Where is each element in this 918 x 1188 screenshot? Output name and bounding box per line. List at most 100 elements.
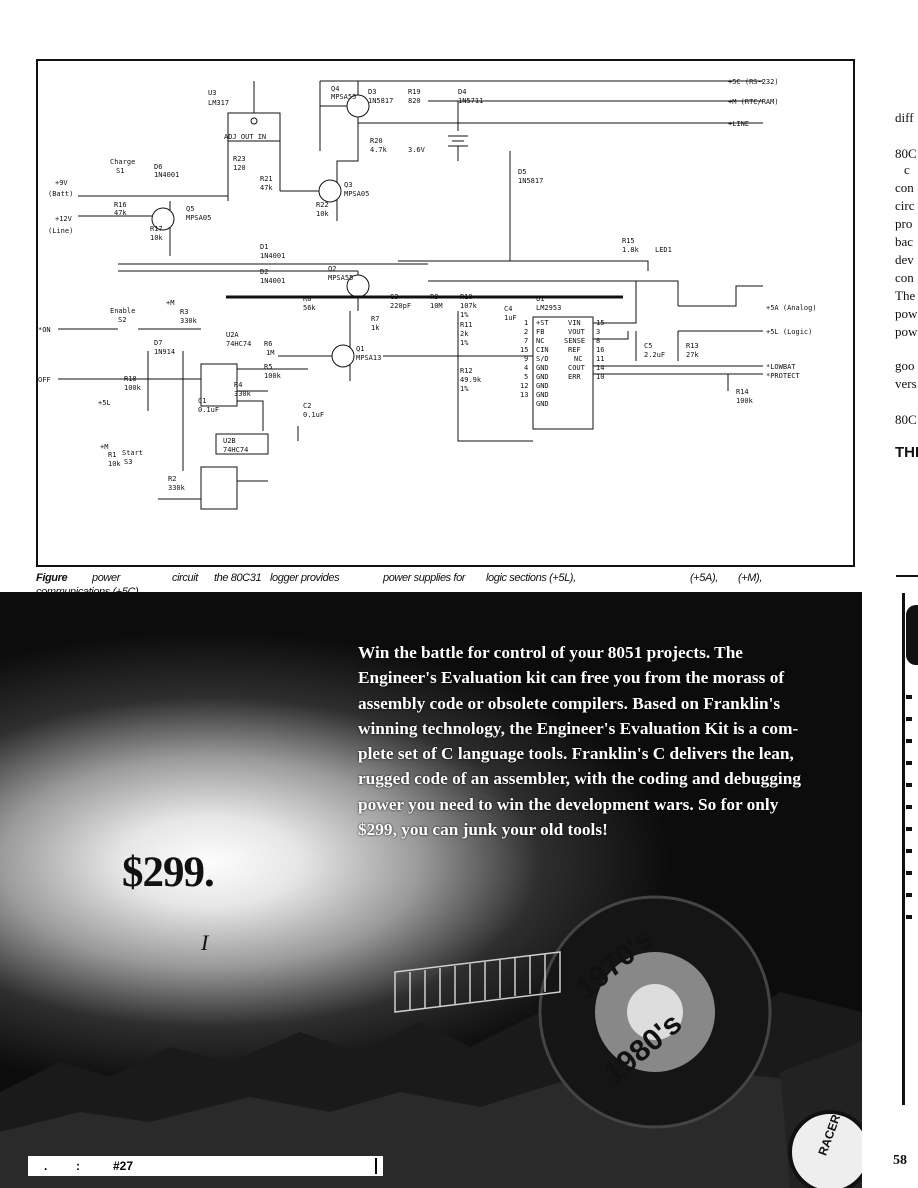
u1-pin-label: VIN <box>568 319 581 327</box>
label-c1: C1 <box>198 397 206 405</box>
output-lowbat: *LOWBAT <box>766 363 796 371</box>
right-column-line: 80C <box>895 146 917 161</box>
output-5l: +5L (Logic) <box>766 328 812 336</box>
right-column-line: c <box>904 162 910 177</box>
label-d7: D7 <box>154 339 162 347</box>
u1-pin-label: REF <box>568 346 581 354</box>
q5-transistor <box>151 207 175 231</box>
label-d5: D5 <box>518 168 526 176</box>
label-c4: C4 <box>504 305 512 313</box>
label-off: OFF <box>38 376 51 384</box>
label-r17: R17 <box>150 225 163 233</box>
label-r14-val: 100k <box>736 397 754 405</box>
q1-transistor <box>331 344 355 368</box>
label-r7-val: 1k <box>371 324 380 332</box>
label-d1: D1 <box>260 243 268 251</box>
caption-word: logic sections (+5L), <box>486 572 576 584</box>
label-in-12v: +12V <box>55 215 73 223</box>
output-line: +LINE <box>728 120 749 128</box>
label-c3-val: 220pF <box>390 302 411 310</box>
bar-colon: : <box>76 1159 80 1173</box>
right-column-line: pow <box>895 306 918 321</box>
schematic-drawing: U3 LM317 ADJ OUT IN Q4 MPSA55 D3 1N5817 … <box>38 78 817 510</box>
label-c4-val: 1uF <box>504 314 517 322</box>
label-r20: R20 <box>370 137 383 145</box>
label-r12-val: 49.9k <box>460 376 482 384</box>
u1-pin-number: 12 <box>520 382 528 390</box>
u1-lm2953 <box>532 316 594 430</box>
label-d7-part: 1N914 <box>154 348 175 356</box>
label-d5-part: 1N5817 <box>518 177 543 185</box>
label-r1: R1 <box>108 451 116 459</box>
label-r15-val: 1.8k <box>622 246 640 254</box>
reader-service-number: #27 <box>113 1159 134 1173</box>
u1-pin-number: 11 <box>596 355 604 363</box>
label-u3-part: LM317 <box>208 99 229 107</box>
label-s1: S1 <box>116 167 124 175</box>
label-plus-5l: +5L <box>98 399 111 407</box>
label-r9-val: 10M <box>430 302 443 310</box>
right-column-line: 80C <box>895 412 917 427</box>
label-q1-part: MPSA13 <box>356 354 381 362</box>
label-d6-part: 1N4001 <box>154 171 179 179</box>
label-c2: C2 <box>303 402 311 410</box>
label-r4: R4 <box>234 381 242 389</box>
label-r13-val: 27k <box>686 351 699 359</box>
right-column-line: dev <box>895 252 914 267</box>
ad-body-copy: Win the battle for control of your 8051 … <box>358 643 801 840</box>
label-u2b-part: 74HC74 <box>223 446 248 454</box>
q3-transistor <box>318 179 342 203</box>
label-r16-val: 47k <box>114 209 127 217</box>
right-column-line: diff <box>895 110 914 125</box>
u1-pin-label: VOUT <box>568 328 586 336</box>
u1-pin-label: GND <box>536 382 549 390</box>
label-r11-tol: 1% <box>460 339 469 347</box>
label-line: (Line) <box>48 227 73 235</box>
label-r1-val: 10k <box>108 460 121 468</box>
label-d4-part: 1N5711 <box>458 97 483 105</box>
label-r18: R18 <box>124 375 137 383</box>
label-r19-val: 820 <box>408 97 421 105</box>
label-r12-tol: 1% <box>460 385 469 393</box>
caption-word: circuit <box>172 572 198 584</box>
label-r20-val: 4.7k <box>370 146 388 154</box>
u1-pin-label: GND <box>536 400 549 408</box>
label-r6-val: 1M <box>266 349 274 357</box>
label-u2a: U2A <box>226 331 239 339</box>
u1-pin-number: 1 <box>524 319 528 327</box>
u1-pin-number: 15 <box>596 319 604 327</box>
label-r7: R7 <box>371 315 379 323</box>
label-d3-part: 1N5817 <box>368 97 393 105</box>
u1-pin-number: 7 <box>524 337 528 345</box>
u1-pin-number: 16 <box>596 346 604 354</box>
label-q3: Q3 <box>344 181 352 189</box>
label-batt: (Batt) <box>48 190 73 198</box>
label-q5: Q5 <box>186 205 194 213</box>
label-u1: U1 <box>536 295 544 303</box>
u1-pin-number: 4 <box>524 364 528 372</box>
caption-word: (+5A), <box>690 572 718 584</box>
right-column-line: con <box>895 270 914 285</box>
label-r11-val: 2k <box>460 330 469 338</box>
u1-pin-number: 3 <box>596 328 600 336</box>
label-c3: C3 <box>390 293 398 301</box>
label-q4: Q4 <box>331 85 339 93</box>
label-r17-val: 10k <box>150 234 163 242</box>
label-s2: S2 <box>118 316 126 324</box>
u1-pin-label: S/D <box>536 355 549 363</box>
u1-pin-number: 5 <box>524 373 528 381</box>
label-enable: Enable <box>110 307 135 315</box>
label-r21: R21 <box>260 175 273 183</box>
label-r12: R12 <box>460 367 473 375</box>
u1-pin-label: GND <box>536 373 549 381</box>
label-charge: Charge <box>110 158 135 166</box>
output-5c: +5C (RS-232) <box>728 78 779 86</box>
u1-pin-label: GND <box>536 364 549 372</box>
label-in-9v: +9V <box>55 179 68 187</box>
label-d4: D4 <box>458 88 466 96</box>
label-c1-val: 0.1uF <box>198 406 219 414</box>
label-r13: R13 <box>686 342 699 350</box>
label-r16: R16 <box>114 201 127 209</box>
label-r11: R11 <box>460 321 473 329</box>
label-r10-tol: 1% <box>460 311 469 319</box>
